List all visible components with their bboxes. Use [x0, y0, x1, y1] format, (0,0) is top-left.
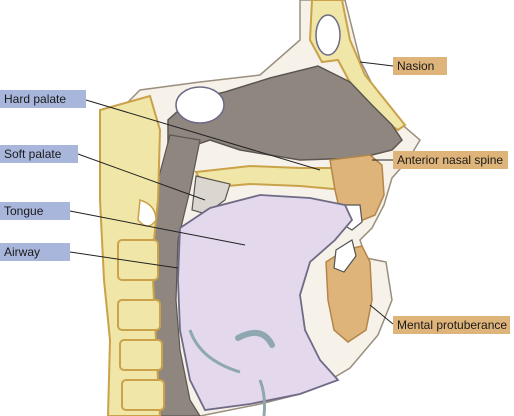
label-soft-palate: Soft palate: [0, 145, 78, 163]
label-airway: Airway: [0, 243, 70, 261]
hyoid: [235, 329, 275, 348]
epiglottis-curve: [188, 329, 241, 374]
sphenoid-sinus: [175, 86, 225, 124]
leader-lines: [69, 61, 398, 325]
label-hard-palate: Hard palate: [0, 90, 86, 108]
label-nasion: Nasion: [393, 57, 447, 75]
lower-incisor: [333, 239, 357, 273]
label-mental-protuberance: Mental protuberance: [393, 316, 510, 334]
lower-curve: [258, 379, 266, 416]
label-tongue: Tongue: [0, 202, 70, 220]
dens: [137, 199, 157, 227]
vertebrae: [117, 239, 165, 411]
tongue-region: [177, 194, 354, 411]
label-anterior-nasal-spine: Anterior nasal spine: [393, 151, 508, 169]
frontal-sinus: [315, 14, 341, 56]
